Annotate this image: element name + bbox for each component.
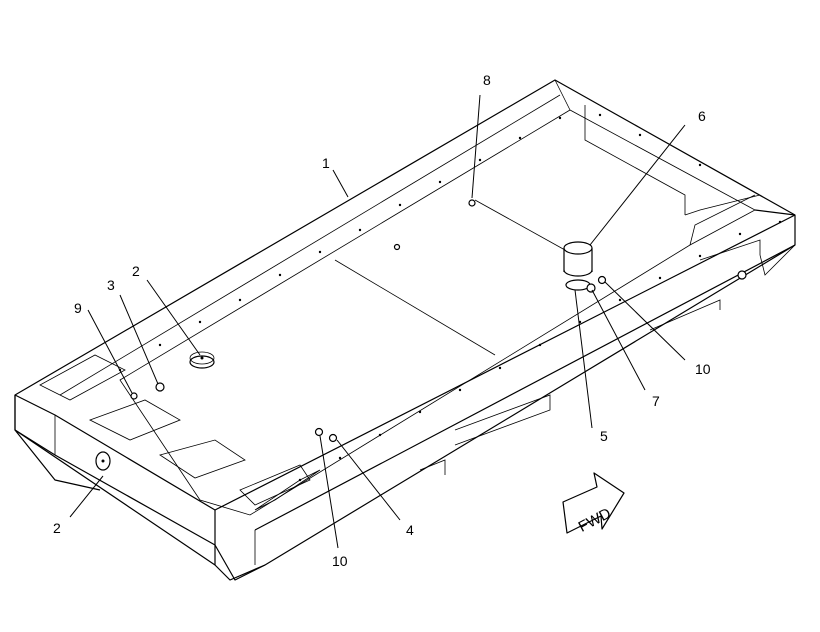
- leader-lines: [69, 94, 686, 549]
- callout-6: 6: [698, 108, 706, 124]
- callout-9: 9: [74, 300, 82, 316]
- frame-outline: [14, 79, 796, 581]
- callout-3: 3: [107, 277, 115, 293]
- fwd-arrow-icon: FWD: [562, 472, 625, 536]
- component-pulley-2-lower: [95, 451, 111, 471]
- component-cylinder-6: [563, 241, 593, 291]
- callout-10b: 10: [695, 361, 711, 377]
- component-pulley-2-upper: [189, 351, 215, 369]
- component-fittings: [130, 199, 747, 443]
- callout-8: 8: [483, 72, 491, 88]
- callout-2b: 2: [53, 520, 61, 536]
- deck-lines: [334, 199, 566, 356]
- callout-labels: 1 2 2 3 4 5 6 7 8 9 10 10: [53, 72, 711, 569]
- callout-4: 4: [406, 522, 414, 538]
- side-rail-cutouts: [419, 239, 761, 475]
- callout-5: 5: [600, 428, 608, 444]
- callout-10a: 10: [332, 553, 348, 569]
- callout-7: 7: [652, 393, 660, 409]
- callout-2a: 2: [132, 263, 140, 279]
- fwd-label: FWD: [576, 505, 614, 536]
- callout-1: 1: [322, 155, 330, 171]
- end-beam-cutouts: [39, 354, 321, 511]
